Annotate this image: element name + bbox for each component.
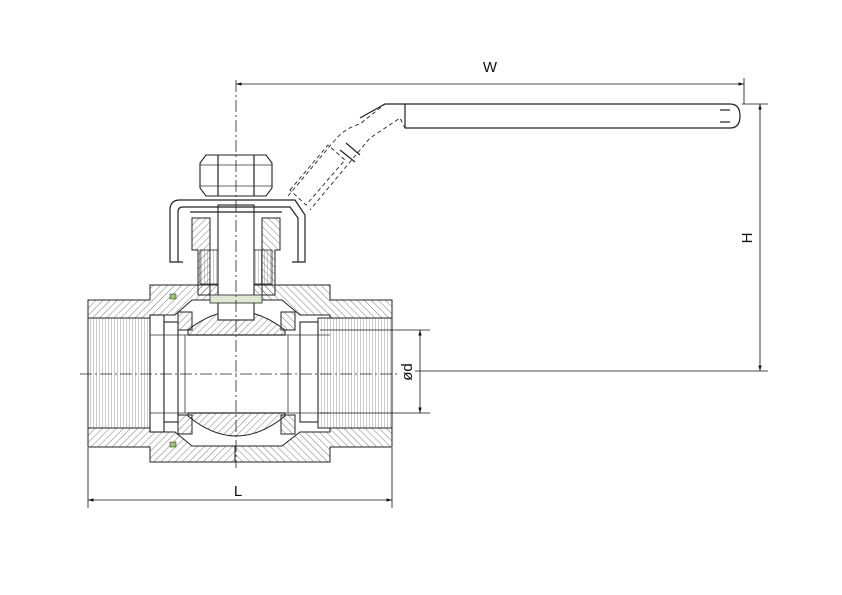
width-label: W xyxy=(483,59,498,76)
length-label: L xyxy=(234,483,242,500)
dimension-length: L xyxy=(87,448,393,508)
height-label: H xyxy=(739,233,756,244)
dimension-width: W xyxy=(236,59,745,104)
dimension-bore: ød xyxy=(320,329,430,414)
handle-bracket xyxy=(169,199,306,263)
ball xyxy=(184,310,289,437)
valve-seats xyxy=(177,311,296,435)
dimension-height: H xyxy=(415,103,768,372)
valve-body-right xyxy=(234,284,393,463)
bore-label: ød xyxy=(399,363,416,381)
lever-handle xyxy=(287,103,741,211)
valve-body-left xyxy=(87,284,236,463)
